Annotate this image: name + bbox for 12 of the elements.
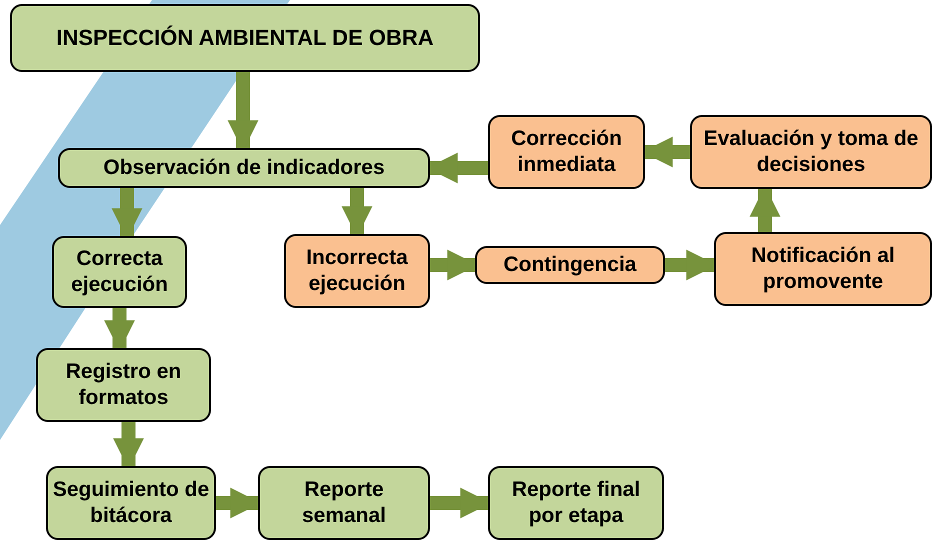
process-box: Observación de indicadores — [58, 148, 430, 188]
alert-box: Corrección inmediata — [488, 115, 645, 189]
process-box: INSPECCIÓN AMBIENTAL DE OBRA — [10, 4, 480, 72]
alert-box: Contingencia — [475, 246, 665, 284]
process-box: Seguimiento de bitácora — [46, 466, 216, 540]
process-box: Correcta ejecución — [52, 236, 187, 308]
process-box: Reporte semanal — [258, 466, 430, 540]
process-box: Reporte final por etapa — [488, 466, 664, 540]
alert-box: Notificación al promovente — [714, 232, 932, 306]
process-box: Registro en formatos — [36, 348, 211, 422]
alert-box: Evaluación y toma de decisiones — [690, 115, 932, 189]
alert-box: Incorrecta ejecución — [284, 234, 430, 308]
